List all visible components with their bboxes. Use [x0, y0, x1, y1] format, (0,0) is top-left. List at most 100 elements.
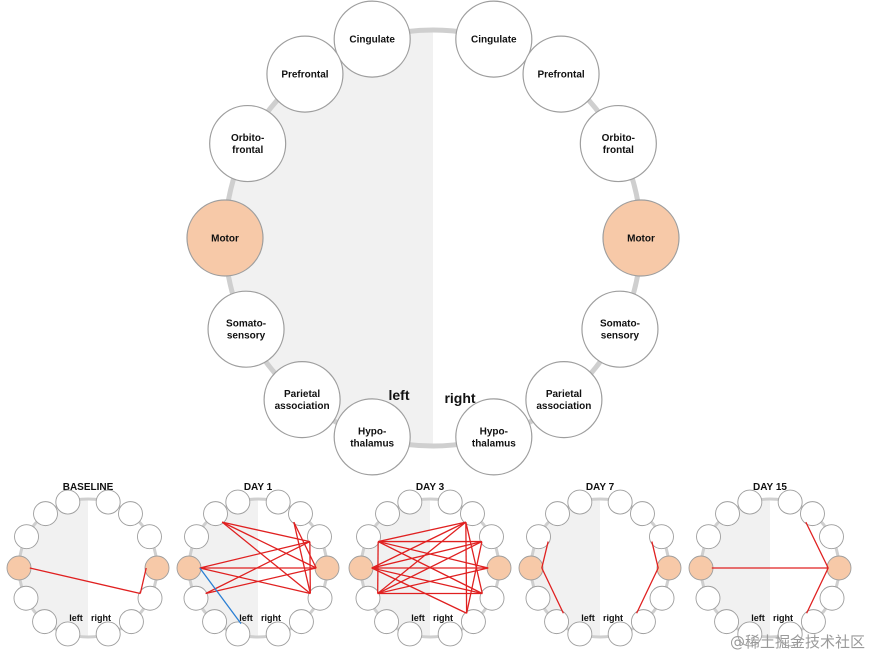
panel-node-right-2 [479, 524, 504, 550]
connection-edge-red [377, 567, 489, 595]
region-circle-left-cingulate [333, 0, 411, 78]
panel-node-right-6 [607, 621, 633, 647]
region-circle-left-prefrontal [266, 35, 344, 113]
panel-right-label: right [433, 613, 453, 623]
panel-title: DAY 7 [586, 482, 615, 493]
panel-node-left-6 [397, 621, 423, 647]
panel-node-left-0 [225, 489, 251, 515]
connection-edge-red [199, 567, 311, 595]
region-label-left-prefrontal: Prefrontal [281, 70, 328, 81]
watermark-text: @稀土掘金技术社区 [729, 633, 865, 651]
connection-edge-red [139, 567, 147, 594]
region-label-left-hypo-thalamus: thalamus [350, 438, 394, 449]
region-label-left-parietal-association: association [275, 401, 330, 412]
connection-edge-red [222, 521, 310, 543]
region-label-right-somato-sensory: sensory [601, 331, 640, 342]
panel-node-left-2 [356, 524, 381, 550]
region-label-left-somato-sensory: sensory [227, 331, 266, 342]
panel-node-left-2 [696, 524, 721, 550]
panel-node-right-5 [118, 609, 144, 635]
region-label-right-parietal-association: Parietal [546, 389, 582, 400]
region-circle-left-somato-sensory [207, 290, 285, 368]
connection-edge-red [377, 521, 467, 595]
panel-node-left-3 [176, 555, 202, 581]
region-circle-right-hypo-thalamus [455, 398, 533, 476]
panel-node-left-6 [567, 621, 593, 647]
region-label-left-motor: Motor [211, 234, 239, 245]
panel-node-right-3 [144, 555, 170, 581]
panel-node-left-1 [375, 501, 400, 527]
panel-node-left-3 [6, 555, 32, 581]
connection-edge-red [29, 567, 141, 595]
panel-node-left-4 [525, 585, 551, 611]
panel-node-left-2 [14, 524, 39, 550]
region-node-left-prefrontal: Prefrontal [266, 35, 344, 113]
panel-node-left-5 [544, 609, 570, 635]
region-label-right-hypo-thalamus: thalamus [472, 438, 516, 449]
panel-left-label: left [581, 613, 595, 623]
panel-node-right-4 [137, 585, 163, 611]
panel-node-right-1 [800, 501, 825, 527]
region-label-left-orbito-frontal: frontal [232, 145, 263, 156]
region-circle-left-parietal-association [263, 361, 341, 439]
panel-node-left-1 [545, 501, 570, 527]
connection-edge-red [371, 521, 467, 569]
panel-node-right-1 [630, 501, 655, 527]
region-circle-left-orbito-frontal [209, 104, 287, 183]
connection-edge-red [378, 521, 466, 543]
panel-node-left-5 [374, 609, 400, 635]
connection-edge-blue [199, 567, 242, 625]
connection-edge-red [199, 540, 311, 569]
region-node-left-orbito-frontal: Orbito-frontal [209, 104, 287, 183]
region-label-left-hypo-thalamus: Hypo- [358, 426, 386, 437]
panel-node-right-0 [95, 489, 121, 515]
panel-title: DAY 1 [244, 482, 273, 493]
panel-left-label: left [751, 613, 765, 623]
region-circle-left-hypo-thalamus [333, 398, 411, 476]
connection-edge-red [541, 541, 549, 569]
region-label-left-somato-sensory: Somato- [226, 319, 266, 330]
panel-node-left-5 [32, 609, 58, 635]
panel-node-right-2 [649, 524, 674, 550]
main-connectivity-diagram: CingulatePrefrontalOrbito-frontalMotorSo… [186, 0, 680, 476]
connection-edge-red [465, 522, 468, 614]
panel-node-right-5 [288, 609, 314, 635]
region-label-right-hypo-thalamus: Hypo- [480, 426, 508, 437]
panel-node-right-0 [777, 489, 803, 515]
panel-left-label: left [69, 613, 83, 623]
panel-node-right-3 [656, 555, 682, 581]
region-label-right-somato-sensory: Somato- [600, 319, 640, 330]
region-circle-left-motor [186, 199, 264, 277]
connection-edge-red [636, 567, 659, 614]
connection-edge-red [293, 521, 317, 569]
region-label-left-orbito-frontal: Orbito- [231, 133, 264, 144]
panel-node-left-4 [355, 585, 381, 611]
panel-node-right-5 [460, 609, 486, 635]
connection-edge-red [465, 541, 483, 614]
region-node-left-hypo-thalamus: Hypo-thalamus [333, 398, 411, 476]
connection-edge-red [371, 567, 483, 595]
region-node-right-orbito-frontal: Orbito-frontal [579, 104, 657, 183]
panel-node-left-6 [55, 621, 81, 647]
panel-node-left-0 [737, 489, 763, 515]
panel-node-right-6 [265, 621, 291, 647]
region-label-right-prefrontal: Prefrontal [537, 70, 584, 81]
panel-node-right-5 [800, 609, 826, 635]
panel-node-left-0 [55, 489, 81, 515]
connection-edge-red [205, 567, 317, 595]
right-hemisphere-label: right [444, 390, 475, 406]
panel-node-right-4 [479, 585, 505, 611]
panel-node-left-1 [715, 501, 740, 527]
panel-node-right-0 [265, 489, 291, 515]
panel-node-right-2 [137, 524, 162, 550]
panel-node-left-2 [184, 524, 209, 550]
panel-title: DAY 15 [753, 482, 787, 493]
panel-node-right-1 [118, 501, 143, 527]
connection-edge-red [293, 521, 311, 594]
